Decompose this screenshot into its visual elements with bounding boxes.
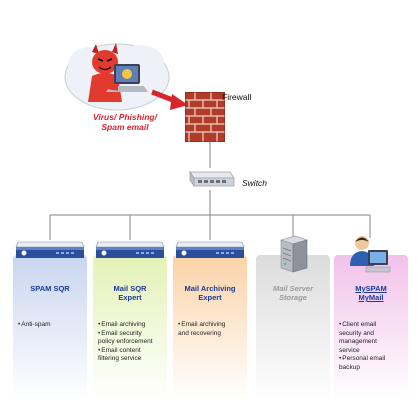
feature-text: Client email (342, 321, 377, 328)
feature-text: and recovering (178, 329, 221, 337)
panel-title-line: Expert (118, 293, 142, 302)
appliance-icon (175, 241, 245, 258)
feature-text: Email archiving (181, 321, 226, 328)
devil-hacker-icon (88, 43, 148, 102)
feature-text: policy enforcement (98, 338, 153, 345)
panel-title-line: Expert (198, 293, 222, 302)
firewall-brick-icon (185, 92, 225, 142)
panel-title: MySPAM MyMail (334, 284, 408, 302)
feature-text: security and (339, 329, 375, 337)
panel-title: Mail SQR Expert (93, 284, 167, 302)
panel-mail-sqr-expert: Mail SQR Expert •Email archiving •Email … (93, 255, 167, 400)
feature-text: Email security (101, 329, 142, 337)
panel-title-line: Mail SQR (113, 284, 147, 293)
panel-title-line: Mail Server (272, 284, 314, 293)
panel-title-line: MySPAM (355, 284, 387, 293)
threat-label-line-1: Virus/ Phishing/ (93, 112, 157, 122)
list-item: •Anti-spam (18, 321, 51, 328)
threat-label-line-2: Spam email (101, 122, 149, 132)
appliance-icon (95, 241, 165, 258)
firewall-label: Firewall (222, 92, 252, 102)
panel-mail-server-storage: Mail Server Storage (256, 255, 330, 400)
panel-spam-sqr: SPAM SQR •Anti-spam (13, 255, 87, 400)
feature-text: management (339, 338, 377, 345)
panel-title-line: SPAM SQR (30, 284, 70, 293)
server-icon (279, 235, 309, 273)
panel-title-line: MyMail (358, 293, 384, 302)
threat-label: Virus/ Phishing/ Spam email (70, 112, 180, 132)
feature-text: Personal email (342, 355, 386, 362)
panel-title: Mail Archiving Expert (173, 284, 247, 302)
network-switch-icon (189, 170, 235, 188)
feature-text: backup (339, 363, 360, 371)
panel-title-line: Storage (279, 293, 307, 302)
panel-title: Mail Server Storage (256, 284, 330, 302)
feature-text: Anti-spam (21, 321, 51, 328)
feature-text: service (339, 346, 360, 354)
red-arrow-icon (151, 89, 188, 110)
user-computer-icon (350, 236, 391, 273)
list-item: •Email archiving (98, 321, 146, 328)
feature-text: filtering service (98, 355, 142, 362)
feature-text: Email content (101, 346, 141, 354)
panel-title-line: Mail Archiving (184, 284, 236, 293)
switch-label: Switch (242, 178, 268, 188)
panel-title: SPAM SQR (13, 284, 87, 293)
appliance-icon (15, 241, 85, 258)
feature-text: Email archiving (101, 321, 146, 328)
feature-list: •Anti-spam (18, 321, 84, 330)
